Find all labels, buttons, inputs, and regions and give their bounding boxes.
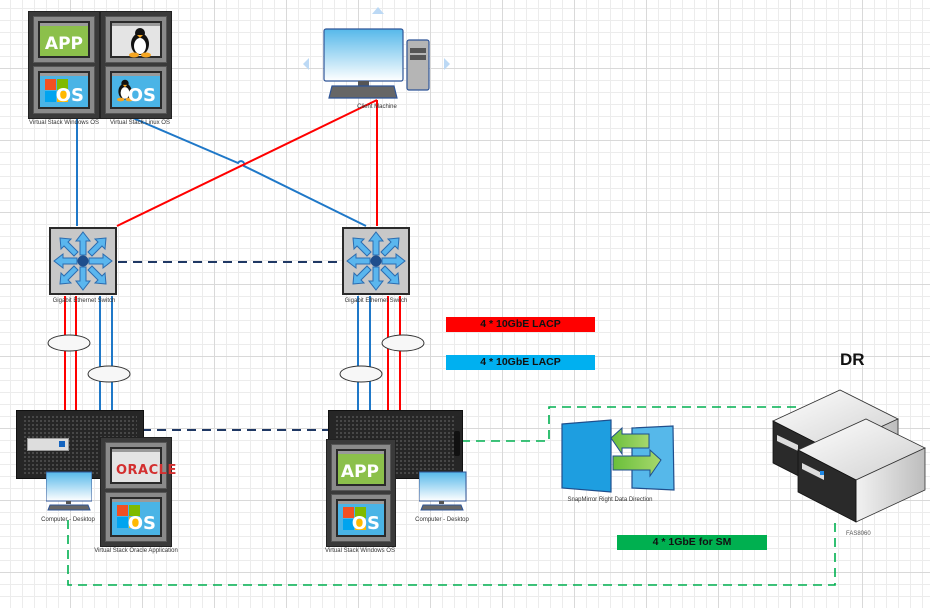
desktop-computer-right[interactable] bbox=[419, 471, 467, 515]
label-virtual-stack-linux-top: Virtual Stack Linux OS bbox=[110, 120, 170, 126]
legend-red-lacp: 4 * 10GbE LACP bbox=[446, 317, 595, 332]
virtual-stack-linux-top[interactable]: OS bbox=[100, 11, 172, 119]
resize-handle-right-icon[interactable] bbox=[444, 58, 450, 70]
legend-green-sm: 4 * 1GbE for SM bbox=[617, 535, 767, 550]
app-label: APP bbox=[340, 462, 379, 482]
lacp-bundle-ellipse bbox=[47, 334, 91, 352]
os-label: OS bbox=[351, 513, 380, 534]
lacp-bundle-ellipse bbox=[87, 365, 131, 383]
snapmirror-icon[interactable] bbox=[560, 418, 680, 493]
legend-blue-lacp: 4 * 10GbE LACP bbox=[446, 355, 595, 370]
windows-logo-icon bbox=[343, 507, 367, 531]
dr-title: DR bbox=[840, 350, 865, 369]
label-snapmirror: SnapMirror Right Data Direction bbox=[567, 497, 653, 503]
link-blue-linux-to-switch-right[interactable] bbox=[132, 117, 367, 227]
desktop-computer-left[interactable] bbox=[46, 471, 92, 515]
client-machine[interactable] bbox=[290, 0, 470, 110]
gigabit-switch-right[interactable] bbox=[342, 227, 410, 295]
os-label: OS bbox=[127, 513, 156, 534]
linux-penguin-icon bbox=[129, 28, 151, 58]
gigabit-switch-left[interactable] bbox=[49, 227, 117, 295]
lacp-bundle-ellipse bbox=[381, 334, 425, 352]
link-red-client-to-switch-left[interactable] bbox=[116, 99, 378, 227]
virtual-stack-windows-bottom[interactable]: APP OS bbox=[326, 439, 396, 547]
label-desktop-left: Computer - Desktop bbox=[41, 517, 95, 523]
label-desktop-right: Computer - Desktop bbox=[415, 517, 469, 523]
link-green-snapmirror-bottom[interactable] bbox=[67, 520, 836, 586]
label-virtual-stack-windows-top: Virtual Stack Windows OS bbox=[29, 120, 99, 126]
link-green-snapmirror-top[interactable] bbox=[461, 406, 800, 442]
label-virtual-stack-windows-bottom: Virtual Stack Windows OS bbox=[325, 548, 395, 554]
resize-handle-up-icon[interactable] bbox=[372, 7, 384, 14]
linux-penguin-icon bbox=[116, 79, 134, 102]
windows-logo-icon bbox=[117, 505, 141, 529]
label-virtual-stack-oracle: Virtual Stack Oracle Application bbox=[94, 548, 178, 554]
storage-array-left[interactable] bbox=[16, 410, 144, 479]
resize-handle-left-icon[interactable] bbox=[303, 58, 309, 70]
switch-arrows-icon bbox=[346, 231, 406, 291]
oracle-logo: ORACLE bbox=[116, 463, 177, 478]
virtual-stack-oracle[interactable]: ORACLE OS bbox=[100, 437, 177, 547]
dr-storage-fas8060[interactable] bbox=[770, 388, 930, 538]
label-switch-left: Gigabit Ethernet Switch bbox=[52, 298, 116, 304]
virtual-stack-windows-top[interactable]: APP OS bbox=[28, 11, 100, 119]
os-label: OS bbox=[127, 85, 156, 106]
app-label: APP bbox=[44, 34, 83, 54]
netapp-logo-icon bbox=[27, 438, 69, 451]
lacp-bundle-ellipse bbox=[339, 365, 383, 383]
label-switch-right: Gigabit Ethernet Switch bbox=[344, 298, 408, 304]
label-client-machine: Client Machine bbox=[357, 104, 397, 110]
windows-logo-icon bbox=[45, 79, 69, 103]
switch-arrows-icon bbox=[53, 231, 113, 291]
os-label: OS bbox=[55, 85, 84, 106]
label-dr-storage: FAS8060 bbox=[846, 531, 871, 537]
